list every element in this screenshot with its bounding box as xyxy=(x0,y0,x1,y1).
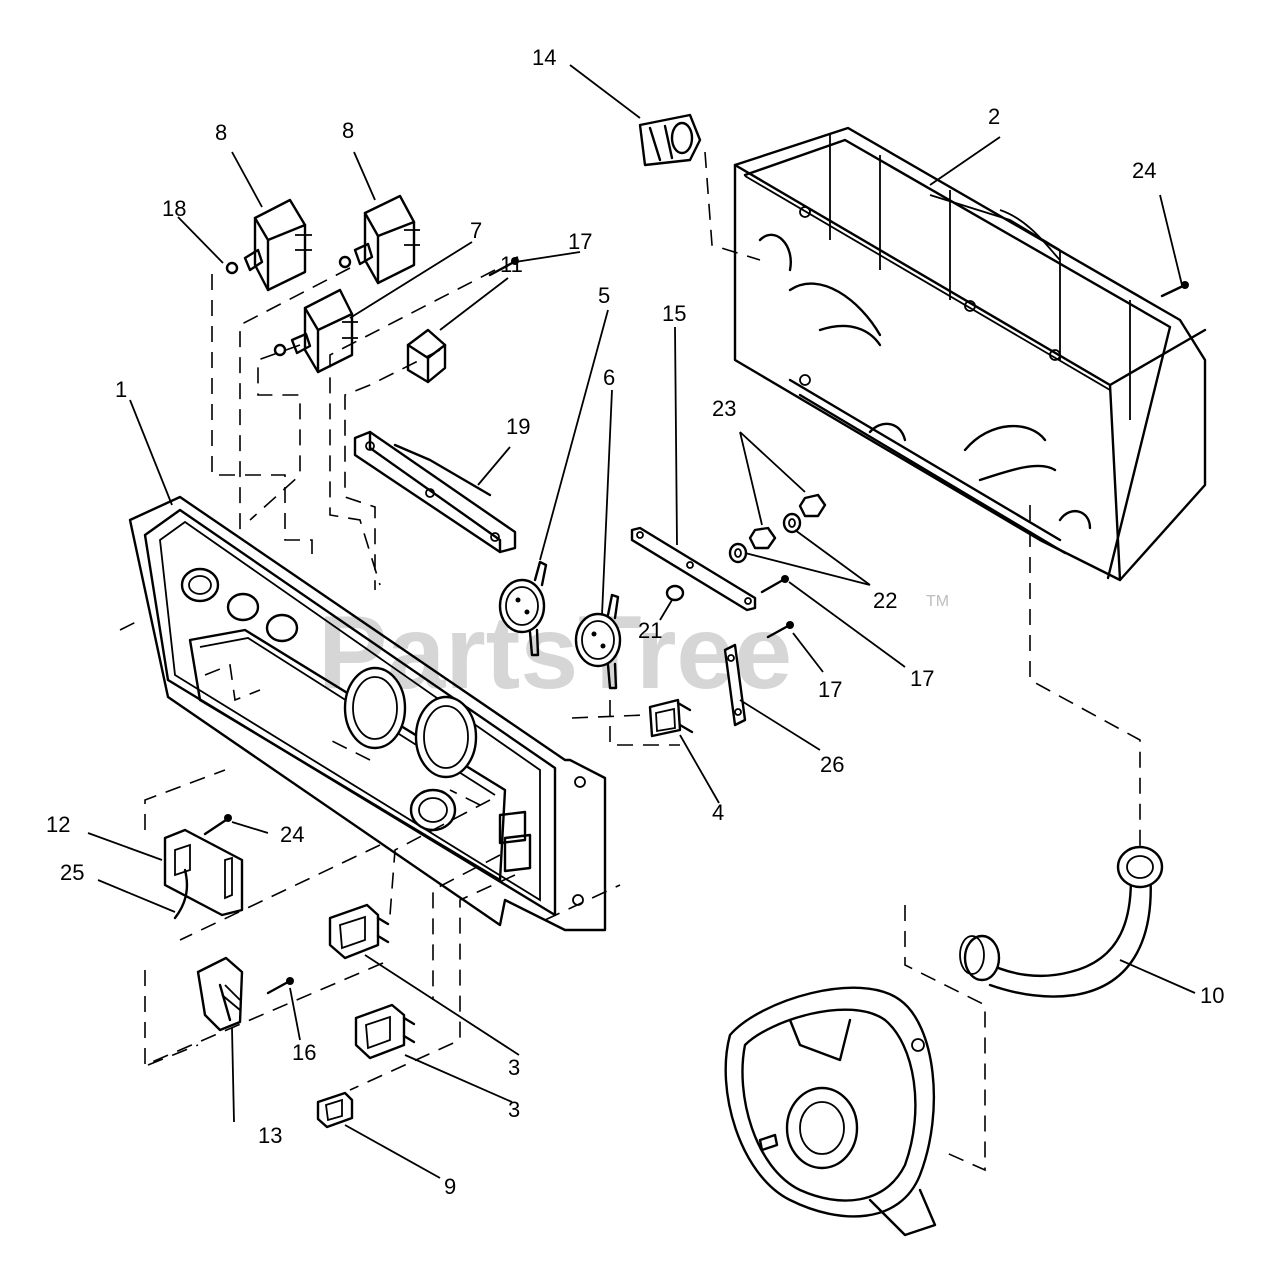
callout-21: 21 xyxy=(638,618,662,643)
callout-24-board: 24 xyxy=(280,822,304,847)
callout-18: 18 xyxy=(162,196,186,221)
breaker-part-7 xyxy=(273,288,358,374)
outlet-box-part-2 xyxy=(733,126,1207,582)
callout-8-right: 8 xyxy=(342,118,354,143)
callout-17-right: 17 xyxy=(910,666,934,691)
callout-4: 4 xyxy=(712,800,724,825)
callout-leaders xyxy=(87,64,1196,1179)
callout-5: 5 xyxy=(598,283,610,308)
callout-13: 13 xyxy=(258,1123,282,1148)
grommet-part-14 xyxy=(638,113,702,167)
watermark-trademark: TM xyxy=(926,593,949,610)
callout-3b: 3 xyxy=(508,1097,520,1122)
receptacle-part-3-upper xyxy=(328,903,390,960)
callout-15: 15 xyxy=(662,301,686,326)
callout-10: 10 xyxy=(1200,983,1224,1008)
callout-6: 6 xyxy=(603,365,615,390)
bracket-part-19 xyxy=(353,430,517,554)
nut-part-23-b xyxy=(798,493,827,518)
callout-17-top: 17 xyxy=(568,229,592,254)
screw-part-17-low xyxy=(766,621,794,639)
breaker-part-8-right xyxy=(338,194,420,285)
callout-2: 2 xyxy=(988,104,1000,129)
callout-1: 1 xyxy=(115,377,127,402)
callout-16: 16 xyxy=(292,1040,316,1065)
callout-26: 26 xyxy=(820,752,844,777)
callout-24-top: 24 xyxy=(1132,158,1156,183)
receptacle-part-6 xyxy=(574,593,622,690)
screw-part-24-top xyxy=(1160,281,1189,298)
plate-part-15 xyxy=(630,526,757,612)
callout-8-left: 8 xyxy=(215,120,227,145)
callout-14: 14 xyxy=(532,45,556,70)
assembly-dash-lines xyxy=(119,151,1141,1172)
control-panel-part-1 xyxy=(128,495,607,932)
callout-labels: 1 2 3 3 4 5 6 7 8 8 9 10 11 12 13 14 15 … xyxy=(46,45,1224,1199)
callout-22: 22 xyxy=(873,588,897,613)
callout-17-mid: 17 xyxy=(818,677,842,702)
washer-part-22-a xyxy=(728,542,748,564)
callout-25: 25 xyxy=(60,860,84,885)
receptacle-part-3-lower xyxy=(354,1003,416,1060)
callout-9: 9 xyxy=(444,1174,456,1199)
cable-part-10 xyxy=(959,845,1164,998)
switch-part-9 xyxy=(316,1091,354,1129)
screw-part-24-board xyxy=(203,814,232,836)
circuit-board-part-12 xyxy=(163,828,244,920)
receptacle-part-5 xyxy=(498,560,548,657)
stator-housing xyxy=(724,986,937,1237)
screw-part-17-mid xyxy=(760,575,789,594)
screw-part-16 xyxy=(266,977,294,995)
strip-part-26 xyxy=(723,643,747,727)
callout-11: 11 xyxy=(500,252,523,277)
clip-part-13 xyxy=(196,956,244,1032)
callout-7: 7 xyxy=(470,218,482,243)
nut-part-23-a xyxy=(748,526,777,550)
callout-23: 23 xyxy=(712,396,736,421)
screw-part-17-top xyxy=(488,257,519,277)
washer-part-22-b xyxy=(782,512,802,534)
callout-19: 19 xyxy=(506,414,530,439)
switch-part-4 xyxy=(648,698,694,738)
callout-12: 12 xyxy=(46,812,70,837)
bolt-part-21 xyxy=(665,584,685,602)
breaker-part-8-left xyxy=(225,198,312,292)
callout-3a: 3 xyxy=(508,1055,520,1080)
